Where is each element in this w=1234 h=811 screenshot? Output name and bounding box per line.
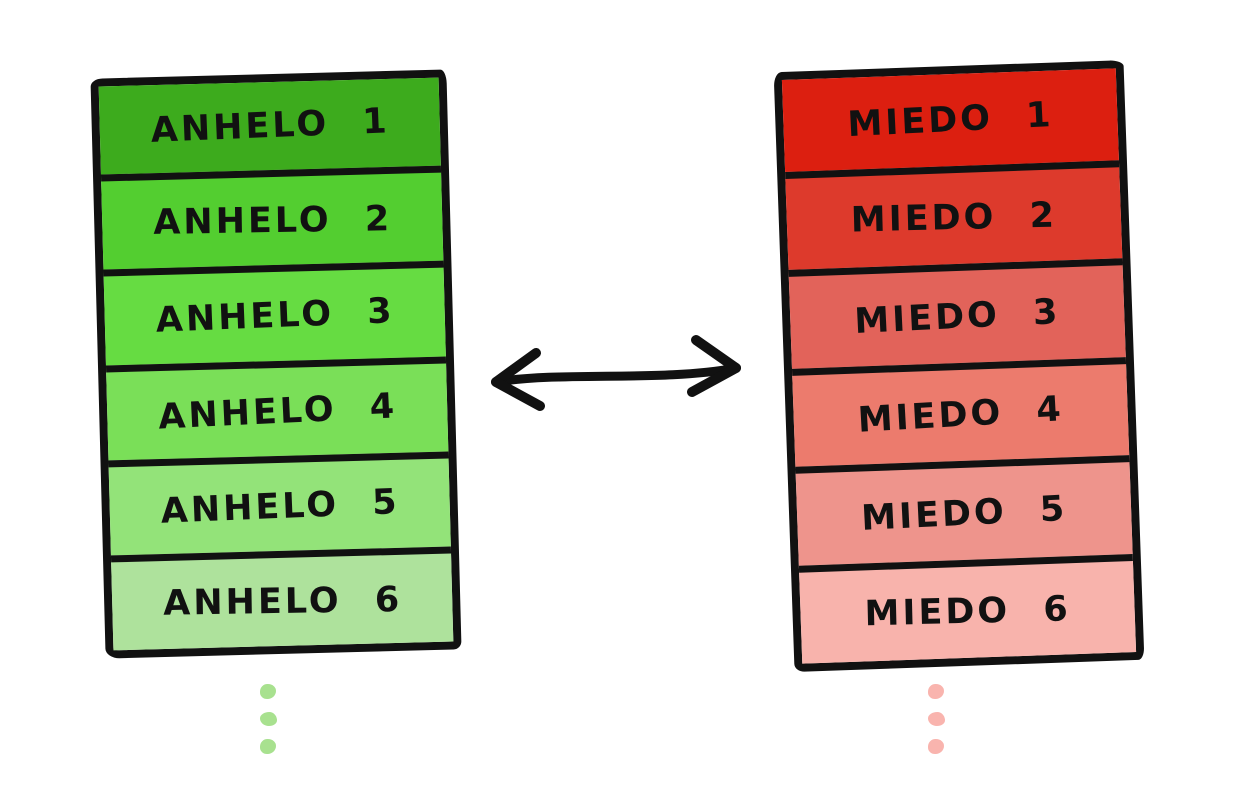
left-continuation-dots xyxy=(260,684,277,754)
miedo-row-1: MIEDO 1 xyxy=(781,68,1119,172)
anhelo-row-2: ANHELO 2 xyxy=(100,165,444,270)
anhelo-row-6-label: ANHELO 6 xyxy=(162,579,402,624)
miedo-row-3-label: MIEDO 3 xyxy=(853,291,1062,342)
miedo-row-3: MIEDO 3 xyxy=(788,258,1126,369)
miedo-stack: MIEDO 1 MIEDO 2 MIEDO 3 MIEDO 4 MIEDO 5 … xyxy=(773,60,1145,672)
dot xyxy=(260,712,277,726)
anhelo-row-3: ANHELO 3 xyxy=(103,260,446,365)
anhelo-row-1: ANHELO 1 xyxy=(98,77,441,175)
miedo-row-6-label: MIEDO 6 xyxy=(864,589,1072,635)
miedo-row-2: MIEDO 2 xyxy=(785,159,1123,270)
anhelo-row-3-label: ANHELO 3 xyxy=(154,291,395,342)
miedo-row-5-label: MIEDO 5 xyxy=(860,488,1069,539)
anhelo-stack: ANHELO 1 ANHELO 2 ANHELO 3 ANHELO 4 ANHE… xyxy=(90,69,462,659)
dot xyxy=(928,684,944,699)
miedo-row-4-label: MIEDO 4 xyxy=(856,389,1065,441)
dot xyxy=(260,684,276,699)
miedo-row-5: MIEDO 5 xyxy=(795,455,1133,566)
anhelo-row-4: ANHELO 4 xyxy=(105,356,449,461)
anhelo-row-5: ANHELO 5 xyxy=(108,451,451,556)
miedo-row-4: MIEDO 4 xyxy=(791,356,1130,467)
anhelo-row-1-label: ANHELO 1 xyxy=(149,101,390,151)
dot xyxy=(928,712,945,726)
miedo-row-6: MIEDO 6 xyxy=(798,553,1137,664)
anhelo-row-6: ANHELO 6 xyxy=(110,546,454,651)
anhelo-row-4-label: ANHELO 4 xyxy=(156,385,398,438)
anhelo-row-2-label: ANHELO 2 xyxy=(152,199,393,244)
dot xyxy=(928,739,944,754)
miedo-row-1-label: MIEDO 1 xyxy=(846,94,1055,145)
miedo-row-2-label: MIEDO 2 xyxy=(850,195,1058,241)
anhelo-row-5-label: ANHELO 5 xyxy=(159,481,400,532)
dot xyxy=(260,739,276,754)
double-arrow-icon xyxy=(491,335,741,411)
right-continuation-dots xyxy=(928,684,945,754)
